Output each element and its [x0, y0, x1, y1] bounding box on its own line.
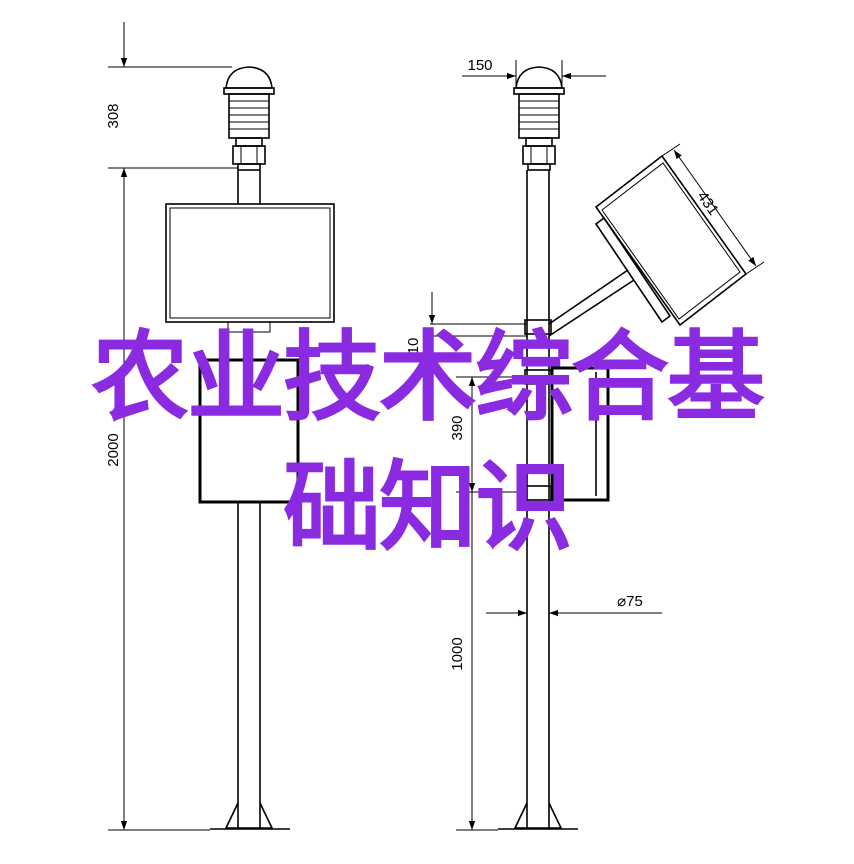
- dim-390: 390: [449, 415, 466, 440]
- dim-diameter-75: ⌀75: [617, 593, 643, 610]
- left-lower-box: [198, 358, 300, 504]
- right-pole-base: [498, 802, 578, 830]
- left-view: 308 2000: [105, 22, 335, 831]
- dim-1000: 1000: [449, 637, 466, 670]
- dim-308: 308: [105, 103, 122, 128]
- overlay-line-1: 农业技术综合基: [90, 321, 765, 435]
- left-panel-box: [165, 203, 335, 333]
- left-pole-base: [210, 802, 290, 830]
- left-weather-sensor: [223, 66, 275, 171]
- overlay-line-2: 础知识: [282, 451, 573, 565]
- dim-431: 431: [694, 188, 722, 218]
- left-upper-pole: [237, 170, 261, 204]
- dim-10: 10: [405, 338, 422, 355]
- left-dimensions: 308 2000: [105, 22, 238, 831]
- right-side-box: [550, 366, 610, 502]
- right-view: 150 431 10 390 1000 ⌀75: [405, 57, 765, 831]
- dim-150: 150: [467, 57, 492, 74]
- right-tilted-panel: [548, 154, 748, 337]
- right-dimensions: 150 431 10 390 1000 ⌀75: [405, 57, 765, 831]
- right-weather-sensor: [513, 66, 565, 171]
- left-main-pole: [237, 502, 261, 803]
- dim-2000: 2000: [105, 433, 122, 466]
